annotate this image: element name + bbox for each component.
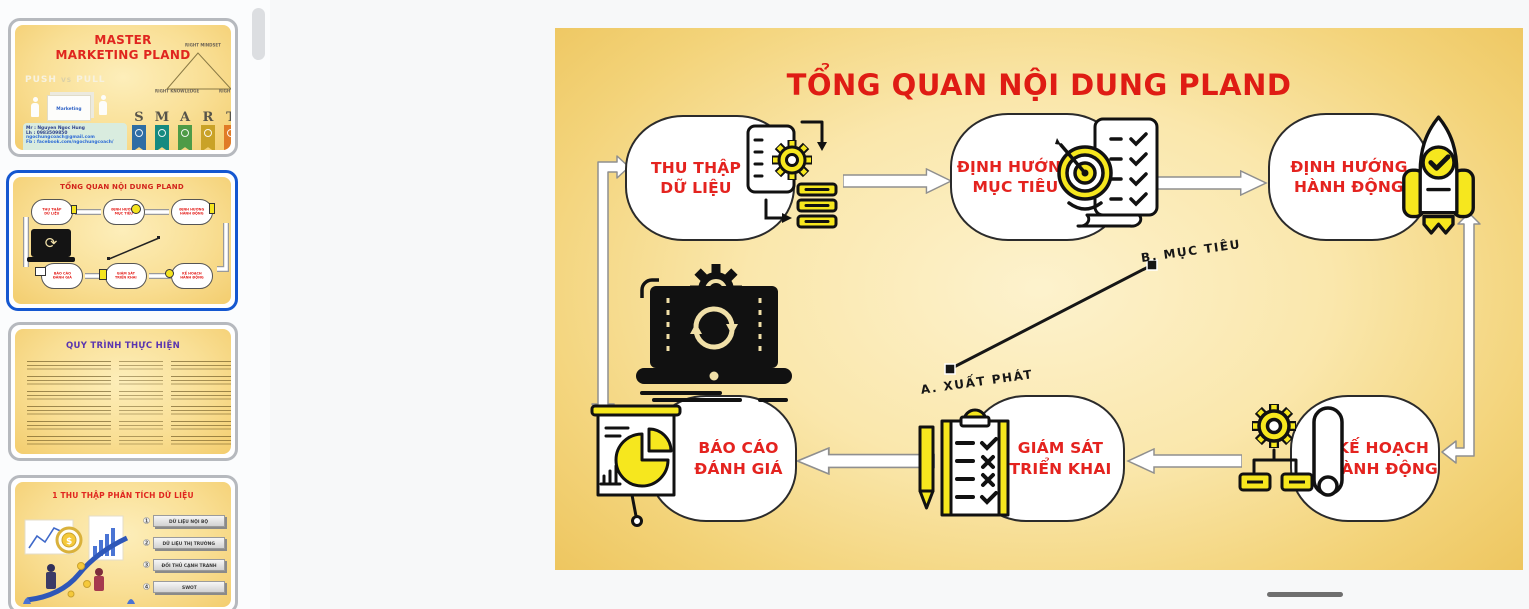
arrow-node4-to-node5[interactable] bbox=[1126, 448, 1242, 474]
report-chart-board-icon[interactable] bbox=[590, 398, 692, 530]
ribbon-icon bbox=[201, 125, 215, 150]
current-slide[interactable]: TỔNG QUAN NỘI DUNG PLAND THU TH bbox=[555, 28, 1523, 570]
arrow-node2-to-node3[interactable] bbox=[1155, 170, 1268, 196]
svg-text:$: $ bbox=[66, 537, 72, 547]
table-column-lines bbox=[119, 361, 163, 451]
thumb1-title: MASTER MARKETING PLAND bbox=[55, 33, 191, 62]
thumb4-button-list: 1 DỮ LIỆU NỘI BỘ 2 DỮ LIỆU THỊ TRƯỜNG 3 … bbox=[141, 514, 227, 602]
document-gear-icon[interactable] bbox=[740, 118, 840, 233]
smart-ribbons: S M A R T bbox=[131, 111, 231, 150]
slide-thumbnail-panel: MASTER MARKETING PLAND PUSH VS PULL Mark… bbox=[0, 0, 270, 609]
mini-accent bbox=[165, 269, 174, 278]
label-point-b[interactable]: B. MỤC TIÊU bbox=[1140, 237, 1242, 265]
mini-connector-lines bbox=[23, 209, 229, 279]
mini-accent bbox=[71, 205, 77, 214]
table-column-lines bbox=[27, 361, 111, 451]
mini-laptop-icon: ⟳ bbox=[27, 229, 75, 262]
goal-path-line[interactable] bbox=[940, 250, 1170, 425]
slide-canvas-area: TỔNG QUAN NỘI DUNG PLAND THU TH bbox=[270, 0, 1529, 609]
ribbon-icon bbox=[178, 125, 192, 150]
ribbon-icon bbox=[155, 125, 169, 150]
table-column-lines bbox=[171, 361, 231, 451]
thumb4-title: 1 THU THẬP PHÂN TÍCH DỮ LIỆU bbox=[52, 491, 194, 500]
thumb2-title: TỔNG QUAN NỘI DUNG PLAND bbox=[60, 183, 184, 191]
thumb4-button-4: 4 SWOT bbox=[141, 580, 227, 594]
mini-accent bbox=[99, 269, 107, 280]
triangle-top-label: RIGHT MINDSET bbox=[185, 43, 221, 48]
triangle-right-label: RIGHT TOOL bbox=[219, 89, 231, 94]
thumbnail-3-preview: QUY TRÌNH THỰC HIỆN bbox=[15, 329, 231, 454]
panel-scrollbar-thumb[interactable] bbox=[252, 8, 265, 60]
triangle-diagram-icon: RIGHT MINDSET RIGHT KNOWLEDGE RIGHT TOOL bbox=[155, 43, 231, 97]
clipboard-pencil-icon[interactable] bbox=[916, 405, 1015, 527]
thumb1-push-pull-label: PUSH VS PULL bbox=[25, 75, 106, 85]
gear-plan-icon[interactable] bbox=[1238, 398, 1352, 515]
person-figure-icon bbox=[99, 95, 107, 115]
arrow-node5-to-node6[interactable] bbox=[795, 447, 935, 475]
person-figure-icon bbox=[31, 97, 39, 117]
slide-thumbnail-4[interactable]: 1 THU THẬP PHÂN TÍCH DỮ LIỆU $ bbox=[8, 475, 238, 609]
canvas-scrollbar-thumb[interactable] bbox=[1267, 592, 1343, 597]
thumb4-button-2: 2 DỮ LIỆU THỊ TRƯỜNG bbox=[141, 536, 227, 550]
analytics-illustration: $ bbox=[23, 515, 135, 604]
mini-accent bbox=[35, 267, 46, 276]
triangle-left-label: RIGHT KNOWLEDGE bbox=[155, 89, 200, 94]
loop-connector-right[interactable] bbox=[1440, 210, 1482, 475]
target-checklist-icon[interactable] bbox=[1055, 115, 1165, 237]
thumb4-button-1: 1 DỮ LIỆU NỘI BỘ bbox=[141, 514, 227, 528]
slide-thumbnail-3[interactable]: QUY TRÌNH THỰC HIỆN bbox=[8, 322, 238, 461]
thumb1-marketing-box: Marketing bbox=[47, 95, 91, 121]
thumb3-title: QUY TRÌNH THỰC HIỆN bbox=[65, 341, 181, 351]
ribbon-icon bbox=[132, 125, 146, 150]
slide-thumbnail-1[interactable]: MASTER MARKETING PLAND PUSH VS PULL Mark… bbox=[8, 18, 238, 157]
laptop-sync-icon[interactable] bbox=[628, 252, 800, 404]
ribbon-icon bbox=[224, 125, 231, 150]
slide-title[interactable]: TỔNG QUAN NỘI DUNG PLAND bbox=[786, 68, 1292, 102]
thumb4-button-3: 3 ĐỐI THỦ CẠNH TRANH bbox=[141, 558, 227, 572]
rocket-icon[interactable] bbox=[1398, 112, 1480, 242]
thumb1-contact-box: Mr : Nguyen Ngoc Hung Lh : 0983509850 ng… bbox=[23, 123, 127, 150]
mini-accent bbox=[209, 203, 215, 214]
thumbnail-4-preview: 1 THU THẬP PHÂN TÍCH DỮ LIỆU $ bbox=[15, 482, 231, 607]
arrow-node1-to-node2[interactable] bbox=[843, 168, 953, 194]
thumbnail-1-preview: MASTER MARKETING PLAND PUSH VS PULL Mark… bbox=[15, 25, 231, 150]
mini-accent bbox=[131, 204, 141, 214]
